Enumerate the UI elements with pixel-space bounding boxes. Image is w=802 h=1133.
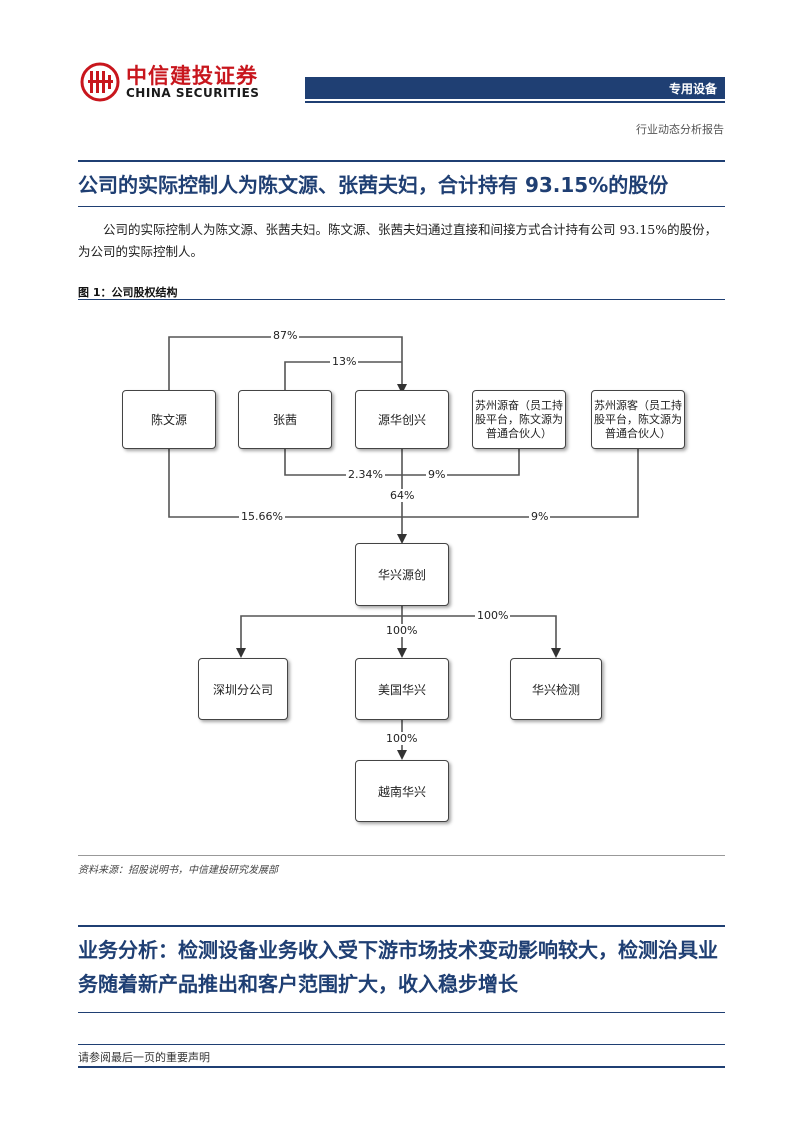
node-suzhou-yuanfen: 苏州源奋（员工持股平台，陈文源为普通合伙人） <box>472 390 566 449</box>
label-huaxing-subs: 100% <box>384 624 420 637</box>
label-szke-huaxing: 9% <box>529 510 551 523</box>
report-type: 行业动态分析报告 <box>636 123 724 136</box>
figure-title: 图 1：公司股权结构 <box>78 286 178 299</box>
edge-szfen-huaxing <box>402 449 520 476</box>
node-yuanhua-chuangxing: 源华创兴 <box>355 390 449 449</box>
section1-paragraph: 公司的实际控制人为陈文源、张茜夫妇。陈文源、张茜夫妇通过直接和间接方式合计持有公… <box>78 222 718 259</box>
label-zhang-huaxing: 2.34% <box>346 468 385 481</box>
node-huaxing-yuanchuang: 华兴源创 <box>355 543 449 606</box>
node-zhang-qian: 张茜 <box>238 390 332 449</box>
label-chen-yuanhua: 87% <box>271 329 300 342</box>
node-vietnam-huaxing: 越南华兴 <box>355 760 449 822</box>
figure-source: 资料来源：招股说明书，中信建投研究发展部 <box>78 865 278 876</box>
section2-bottom-rule <box>78 1012 725 1013</box>
header-divider <box>305 101 725 103</box>
logo-english-name: CHINA SECURITIES <box>126 86 260 100</box>
company-logo <box>80 62 120 102</box>
footer-bottom-rule <box>78 1066 725 1068</box>
section1-title: 公司的实际控制人为陈文源、张茜夫妇，合计持有 93.15%的股份 <box>78 173 669 197</box>
figure-bottom-rule <box>78 855 725 856</box>
footer-disclaimer-note: 请参阅最后一页的重要声明 <box>78 1051 210 1064</box>
label-usa-vietnam: 100% <box>384 732 420 745</box>
section2-top-rule <box>78 925 725 927</box>
label-zhang-yuanhua: 13% <box>330 355 359 368</box>
label-szfen-huaxing: 9% <box>426 468 448 481</box>
sector-label: 专用设备 <box>668 82 717 96</box>
edge-szke-huaxing <box>402 449 639 518</box>
edge-zhang-yuanhua <box>284 361 402 390</box>
node-suzhou-yuanke: 苏州源客（员工持股平台，陈文源为普通合伙人） <box>591 390 685 449</box>
edge-huaxing-jiance <box>402 615 561 658</box>
node-shenzhen-branch: 深圳分公司 <box>198 658 288 720</box>
edge-chen-huaxing <box>168 449 402 518</box>
node-usa-huaxing: 美国华兴 <box>355 658 449 720</box>
section1-bottom-rule <box>78 206 725 207</box>
sector-banner: 专用设备 <box>305 77 725 99</box>
node-huaxing-jiance: 华兴检测 <box>510 658 602 720</box>
equity-structure-diagram: 陈文源 张茜 源华创兴 苏州源奋（员工持股平台，陈文源为普通合伙人） 苏州源客（… <box>78 300 724 852</box>
footer-top-rule <box>78 1044 725 1045</box>
edge-huaxing-subs <box>236 606 403 658</box>
section1-top-rule <box>78 160 725 162</box>
section2-title: 业务分析：检测设备业务收入受下游市场技术变动影响较大，检测治具业务随着新产品推出… <box>78 938 718 996</box>
figure-top-rule <box>78 299 725 300</box>
label-huaxing-jiance: 100% <box>475 609 511 622</box>
label-chen-huaxing: 15.66% <box>239 510 285 523</box>
node-chen-wenyuan: 陈文源 <box>122 390 216 449</box>
logo-chinese-name: 中信建投证券 <box>126 64 258 88</box>
label-yuanhua-huaxing: 64% <box>388 489 417 502</box>
